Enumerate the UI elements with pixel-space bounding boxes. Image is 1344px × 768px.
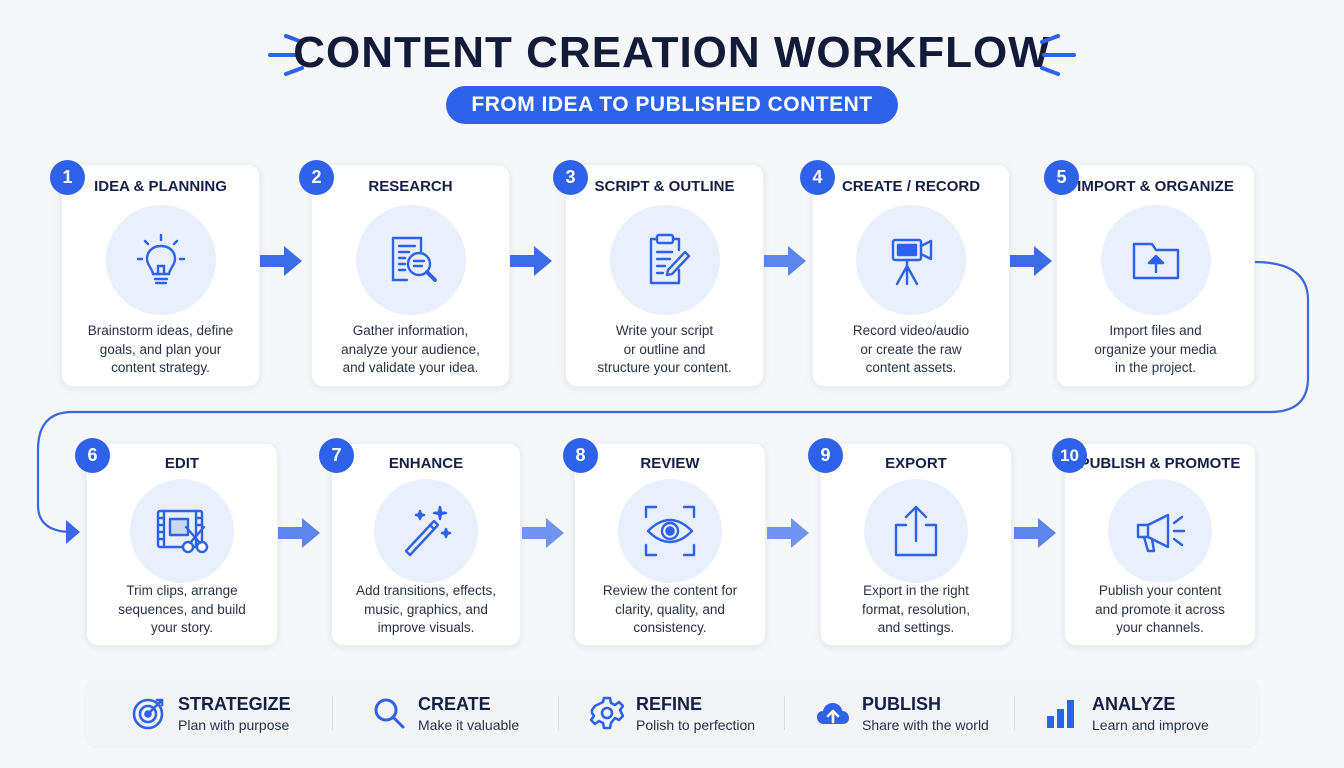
right-arrow-icon bbox=[767, 518, 809, 548]
step-number-badge: 3 bbox=[553, 160, 588, 195]
step-card-9: EXPORT Export in the right format, resol… bbox=[820, 443, 1012, 646]
step-card-5: IMPORT & ORGANIZE Import files and organ… bbox=[1056, 164, 1255, 387]
step-icon-circle bbox=[618, 479, 722, 583]
step-card-4: CREATE / RECORD Record video/audio or cr… bbox=[812, 164, 1010, 387]
step-card-7: ENHANCE Add transitions, effects, music,… bbox=[331, 443, 521, 646]
step-number-badge: 1 bbox=[50, 160, 85, 195]
step-desc: Add transitions, effects, music, graphic… bbox=[355, 583, 497, 635]
footer-divider bbox=[784, 696, 785, 730]
step-title: IDEA & PLANNING bbox=[94, 178, 227, 195]
step-number-badge: 4 bbox=[800, 160, 835, 195]
step-icon-circle bbox=[106, 205, 216, 315]
left-burst-icon bbox=[268, 34, 304, 76]
page-title: CONTENT CREATION WORKFLOW bbox=[293, 28, 1051, 77]
step-icon-circle bbox=[864, 479, 968, 583]
subtitle-pill: FROM IDEA TO PUBLISHED CONTENT bbox=[446, 86, 898, 124]
step-title: PUBLISH & PROMOTE bbox=[1079, 455, 1241, 472]
clipboard-pencil-icon bbox=[649, 233, 691, 285]
right-arrow-icon bbox=[260, 246, 302, 276]
film-scissors-icon bbox=[156, 509, 209, 554]
step-title: REVIEW bbox=[640, 455, 700, 472]
step-number-badge: 5 bbox=[1044, 160, 1079, 195]
step-icon-circle bbox=[130, 479, 234, 583]
megaphone-icon bbox=[1136, 513, 1186, 553]
magic-wand-icon bbox=[404, 505, 452, 557]
step-number-badge: 8 bbox=[563, 438, 598, 473]
footer-subtitle: Plan with purpose bbox=[178, 717, 290, 733]
research-magnifier-icon bbox=[391, 236, 437, 282]
step-icon-circle bbox=[610, 205, 720, 315]
step-number-badge: 2 bbox=[299, 160, 334, 195]
step-title: EDIT bbox=[164, 455, 200, 472]
step-card-8: REVIEW Review the content for clarity, q… bbox=[574, 443, 766, 646]
step-icon-circle bbox=[856, 205, 966, 315]
video-camera-icon bbox=[891, 238, 933, 286]
step-number-badge: 9 bbox=[808, 438, 843, 473]
step-number-badge: 7 bbox=[319, 438, 354, 473]
step-title: CREATE / RECORD bbox=[841, 178, 981, 195]
right-arrow-icon bbox=[278, 518, 320, 548]
footer-title: STRATEGIZE bbox=[178, 694, 291, 714]
step-title: RESEARCH bbox=[368, 178, 453, 195]
lightbulb-icon bbox=[136, 233, 186, 285]
right-arrow-icon bbox=[764, 246, 806, 276]
gear-icon bbox=[590, 696, 624, 730]
footer-title: REFINE bbox=[636, 694, 703, 714]
footer-divider bbox=[332, 696, 333, 730]
step-desc: Write your script or outline and structu… bbox=[597, 323, 732, 375]
step-desc: Review the content for clarity, quality,… bbox=[602, 583, 738, 635]
folder-upload-icon bbox=[1132, 242, 1180, 280]
step-icon-circle bbox=[356, 205, 466, 315]
target-icon bbox=[132, 698, 164, 730]
cloud-upload-icon bbox=[817, 703, 849, 724]
footer-divider bbox=[558, 696, 559, 730]
footer-subtitle: Share with the world bbox=[862, 717, 989, 733]
step-desc: Brainstorm ideas, define goals, and plan… bbox=[87, 323, 234, 375]
step-icon-circle bbox=[374, 479, 478, 583]
step-desc: Publish your content and promote it acro… bbox=[1095, 583, 1225, 635]
footer-divider bbox=[1014, 696, 1015, 730]
step-icon-circle bbox=[1101, 205, 1211, 315]
footer-title: ANALYZE bbox=[1092, 694, 1176, 714]
footer-title: CREATE bbox=[418, 694, 491, 714]
step-card-2: RESEARCH Gather information, analyze you… bbox=[311, 164, 510, 387]
right-arrow-icon bbox=[1014, 518, 1056, 548]
step-card-6: EDIT Trim clips, arrange sequences, and … bbox=[86, 443, 278, 646]
row-connector bbox=[36, 260, 1310, 544]
right-arrow-icon bbox=[1010, 246, 1052, 276]
step-number-badge: 10 bbox=[1052, 438, 1087, 473]
search-icon bbox=[374, 698, 405, 729]
step-card-10: PUBLISH & PROMOTE Publish your content a… bbox=[1064, 443, 1256, 646]
step-card-3: SCRIPT & OUTLINE Write your script or ou… bbox=[565, 164, 764, 387]
export-icon bbox=[894, 505, 938, 557]
step-icon-circle bbox=[1108, 479, 1212, 583]
right-arrow-icon bbox=[522, 518, 564, 548]
step-title: IMPORT & ORGANIZE bbox=[1077, 178, 1234, 195]
step-number-badge: 6 bbox=[75, 438, 110, 473]
right-burst-icon bbox=[1040, 34, 1076, 76]
step-desc: Trim clips, arrange sequences, and build… bbox=[118, 583, 246, 635]
eye-icon bbox=[644, 505, 696, 557]
step-title: ENHANCE bbox=[388, 455, 464, 472]
right-arrow-icon bbox=[510, 246, 552, 276]
bar-chart-icon bbox=[1047, 700, 1074, 728]
step-title: SCRIPT & OUTLINE bbox=[594, 178, 735, 195]
step-desc: Export in the right format, resolution, … bbox=[861, 583, 971, 635]
footer-title: PUBLISH bbox=[862, 694, 942, 714]
footer-bar: STRATEGIZE Plan with purpose CREATE Make… bbox=[86, 680, 1258, 746]
footer-subtitle: Polish to perfection bbox=[636, 717, 756, 733]
footer-subtitle: Learn and improve bbox=[1092, 717, 1209, 733]
step-desc: Import files and organize your media in … bbox=[1094, 323, 1217, 375]
step-desc: Gather information, analyze your audienc… bbox=[341, 323, 480, 375]
step-desc: Record video/audio or create the raw con… bbox=[852, 323, 970, 375]
step-title: EXPORT bbox=[885, 455, 947, 472]
step-card-1: IDEA & PLANNING Brainstorm ideas, define… bbox=[61, 164, 260, 387]
footer-subtitle: Make it valuable bbox=[418, 717, 520, 733]
